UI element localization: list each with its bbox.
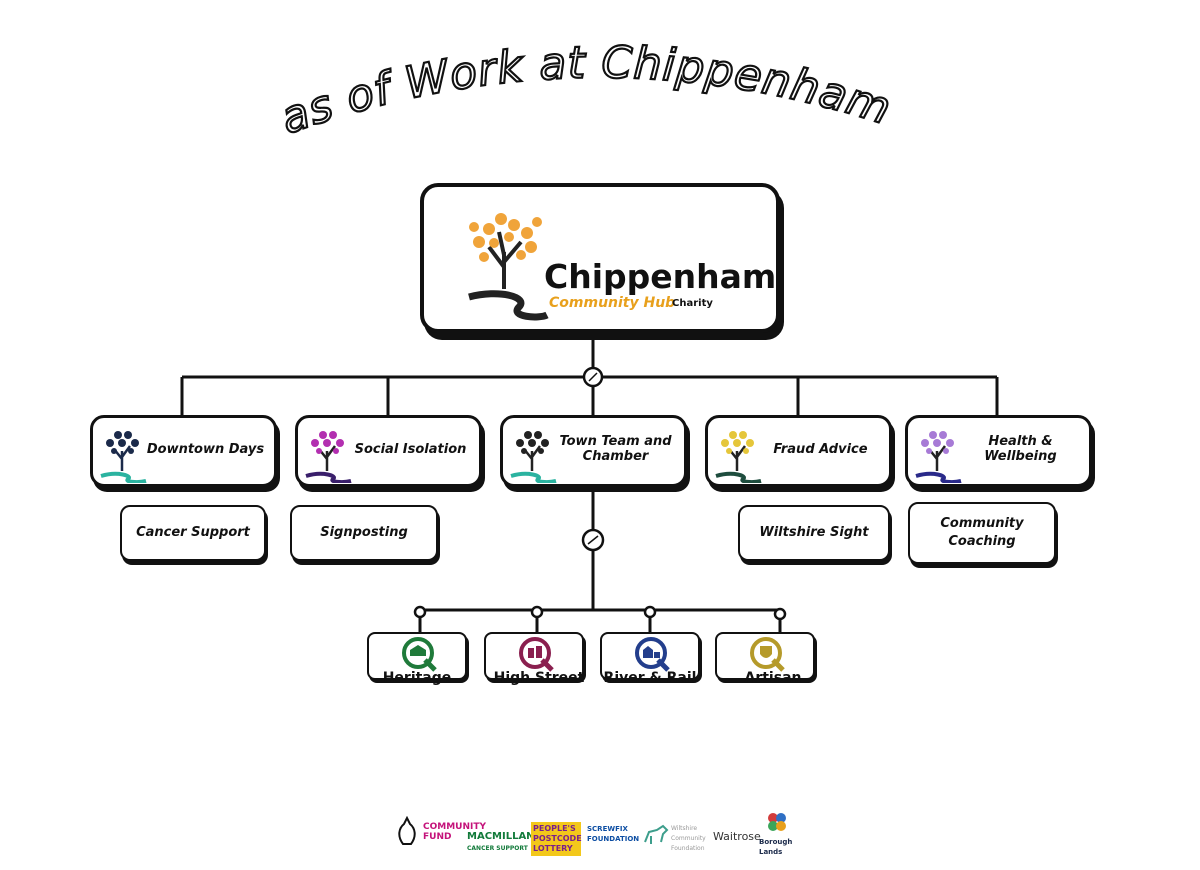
quarter-label-artisan: Artisan bbox=[744, 670, 802, 686]
community-fund-logo: COMMUNITY FUND bbox=[423, 822, 487, 842]
quarter-label-river-rail: River & Rail bbox=[603, 670, 697, 686]
borough-lands-logo: Borough Lands bbox=[759, 838, 793, 856]
macmillan-subtext: CANCER SUPPORT bbox=[467, 845, 528, 852]
quarter-box-high-street bbox=[484, 632, 584, 680]
quarter-box-heritage bbox=[367, 632, 467, 680]
quarter-label-high-street: High Street bbox=[493, 670, 585, 686]
area-label: Town Team and Chamber bbox=[559, 434, 672, 464]
macmillan-logo: MACMILLAN bbox=[467, 831, 535, 842]
sub-box-cancer-support: Cancer Support bbox=[120, 505, 266, 561]
horse-icon bbox=[644, 824, 669, 844]
area-tree-icon bbox=[305, 431, 352, 483]
area-label: Downtown Days bbox=[146, 441, 265, 457]
area-box-town-team: Town Team and Chamber bbox=[500, 415, 687, 487]
area-label: Health & Wellbeing bbox=[984, 434, 1057, 464]
high-street-q-icon bbox=[519, 637, 554, 672]
hub-name: Chippenham bbox=[544, 257, 777, 296]
area-box-downtown-days: Downtown Days bbox=[90, 415, 277, 487]
area-tree-icon bbox=[915, 431, 962, 483]
quarter-label-heritage: Heritage bbox=[382, 670, 452, 686]
heritage-q-icon bbox=[402, 637, 437, 672]
hub-subtitle: Community Hub bbox=[549, 295, 676, 311]
area-box-social-isolation: Social Isolation bbox=[295, 415, 482, 487]
sub-box-signposting: Signposting bbox=[290, 505, 438, 561]
hub-tree-logo bbox=[468, 213, 549, 321]
quarter-box-river-rail bbox=[600, 632, 700, 680]
diagram-title: Areas of Work at Chippenham Hub bbox=[0, 0, 1200, 180]
waitrose-logo: Waitrose bbox=[713, 830, 761, 843]
area-tree-icon bbox=[715, 431, 762, 483]
artisan-q-icon bbox=[750, 637, 785, 672]
wiltshire-foundation-logo: Wiltshire Community Foundation bbox=[671, 825, 706, 852]
crossed-fingers-icon bbox=[398, 816, 416, 845]
river-rail-q-icon bbox=[635, 637, 670, 672]
area-box-health-wellbeing: Health & Wellbeing bbox=[905, 415, 1092, 487]
main-hub-box: Chippenham Community Hub Charity bbox=[420, 183, 780, 333]
quarter-box-artisan bbox=[715, 632, 815, 680]
sub-box-wiltshire-sight: Wiltshire Sight bbox=[738, 505, 890, 561]
area-label: Social Isolation bbox=[354, 441, 467, 457]
area-tree-icon bbox=[100, 431, 147, 483]
title-svg: Areas of Work at Chippenham Hub bbox=[0, 0, 913, 146]
screwfix-foundation-logo: SCREWFIX FOUNDATION bbox=[587, 825, 640, 843]
hub-suffix: Charity bbox=[672, 298, 713, 309]
area-tree-icon bbox=[510, 431, 557, 483]
sub-box-community-coaching: Community Coaching bbox=[908, 502, 1056, 564]
borough-lands-emblem bbox=[768, 813, 786, 831]
sponsor-logos: COMMUNITY FUND MACMILLAN CANCER SUPPORT … bbox=[395, 810, 815, 860]
area-label: Fraud Advice bbox=[773, 441, 868, 457]
area-box-fraud-advice: Fraud Advice bbox=[705, 415, 892, 487]
postcode-lottery-logo: PEOPLE'S POSTCODE LOTTERY bbox=[531, 822, 582, 856]
